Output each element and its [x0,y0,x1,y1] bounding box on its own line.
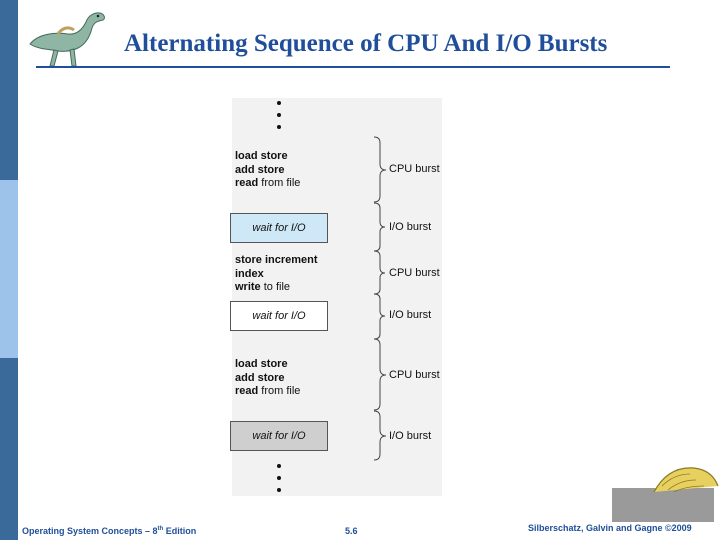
brace-io-1 [373,202,386,252]
io-wait-box: wait for I/O [230,301,328,331]
burst-label: I/O burst [389,430,432,442]
brace-cpu-1 [373,136,387,203]
code-keyword: load store [235,150,288,162]
dinosaur-logo-icon [29,12,105,67]
corner-gray-box [612,488,714,522]
footer-title-sup: th [157,526,164,532]
burst-label: I/O burst [389,221,432,233]
code-keyword: read [235,385,259,397]
ellipsis-dot [277,101,281,105]
io-wait-box: wait for I/O [230,213,328,243]
code-keyword: index [235,267,264,280]
code-keyword: write [235,281,261,293]
left-sidebar-stripe [0,0,18,540]
sidebar-highlight [0,180,18,358]
code-text: to file [260,281,291,293]
footer-book-title: Operating System Concepts – 8th Edition [22,526,196,536]
shell-logo-icon [653,467,719,493]
ellipsis-dot [277,113,281,117]
brace-cpu-2 [373,250,386,295]
cpu-code-block: load store add store read from file [235,358,300,399]
footer-title-main: Operating System Concepts – 8 [22,526,158,536]
ellipsis-dot [277,476,281,480]
cpu-code-block: load store add store read from file [235,150,300,191]
burst-label: CPU burst [389,163,440,175]
code-text: from file [258,385,301,397]
brace-cpu-3 [373,338,387,411]
footer-title-tail: Edition [163,526,197,536]
ellipsis-dot [277,464,281,468]
code-keyword: load store [235,358,288,370]
footer-page-number: 5.6 [345,526,358,536]
code-text: from file [258,177,301,189]
cpu-code-block: store increment index write to file [235,254,318,295]
brace-io-2 [373,293,386,340]
code-keyword: store increment [235,254,318,266]
code-keyword: add store [235,163,285,176]
io-wait-box: wait for I/O [230,421,328,451]
brace-io-3 [373,410,387,461]
ellipsis-dot [277,488,281,492]
footer-authors: Silberschatz, Galvin and Gagne ©2009 [528,523,692,533]
code-keyword: read [235,177,259,189]
ellipsis-dot [277,125,281,129]
burst-label: CPU burst [389,267,440,279]
burst-label: I/O burst [389,309,432,321]
code-keyword: add store [235,371,285,384]
slide-title: Alternating Sequence of CPU And I/O Burs… [124,30,608,57]
title-underline [36,66,670,68]
burst-label: CPU burst [389,369,440,381]
